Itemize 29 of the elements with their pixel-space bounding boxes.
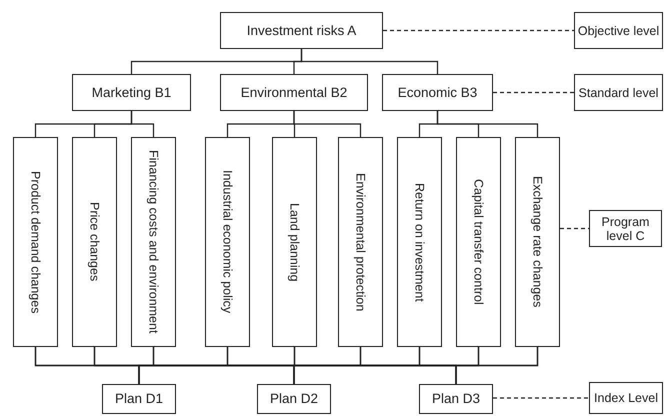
factor-box: Return on investment (397, 137, 442, 347)
dashed-connector (493, 397, 589, 399)
connector-line (130, 111, 154, 137)
level-box: Program level C (589, 210, 662, 247)
factor-box: Capital transfer control (456, 137, 501, 347)
criterion-box: Environmental B2 (220, 74, 368, 111)
criterion-box: Marketing B1 (72, 74, 191, 111)
criterion-box: Plan D3 (419, 384, 493, 414)
dashed-connector (560, 228, 589, 230)
connector-line (455, 347, 538, 384)
factor-box: Environmental protection (338, 137, 383, 347)
factor-box: Financing costs and environment (131, 137, 176, 347)
connector-line (293, 111, 362, 137)
connector-line (300, 49, 438, 74)
factor-box: Exchange rate changes (515, 137, 560, 347)
criterion-box: Investment risks A (220, 12, 383, 49)
dashed-connector (493, 92, 574, 94)
factor-box: Industrial economic policy (205, 137, 250, 347)
level-box: Index Level (589, 382, 663, 414)
factor-box: Product demand changes (13, 137, 58, 347)
criterion-box: Plan D2 (257, 384, 331, 414)
level-box: Standard level (574, 74, 663, 111)
factor-box: Price changes (72, 137, 117, 347)
level-box: Objective level (574, 12, 663, 49)
connector-line (436, 111, 538, 137)
factor-box: Land planning (272, 137, 317, 347)
criterion-box: Economic B3 (382, 74, 493, 111)
dashed-connector (383, 30, 574, 32)
criterion-box: Plan D1 (102, 384, 176, 414)
